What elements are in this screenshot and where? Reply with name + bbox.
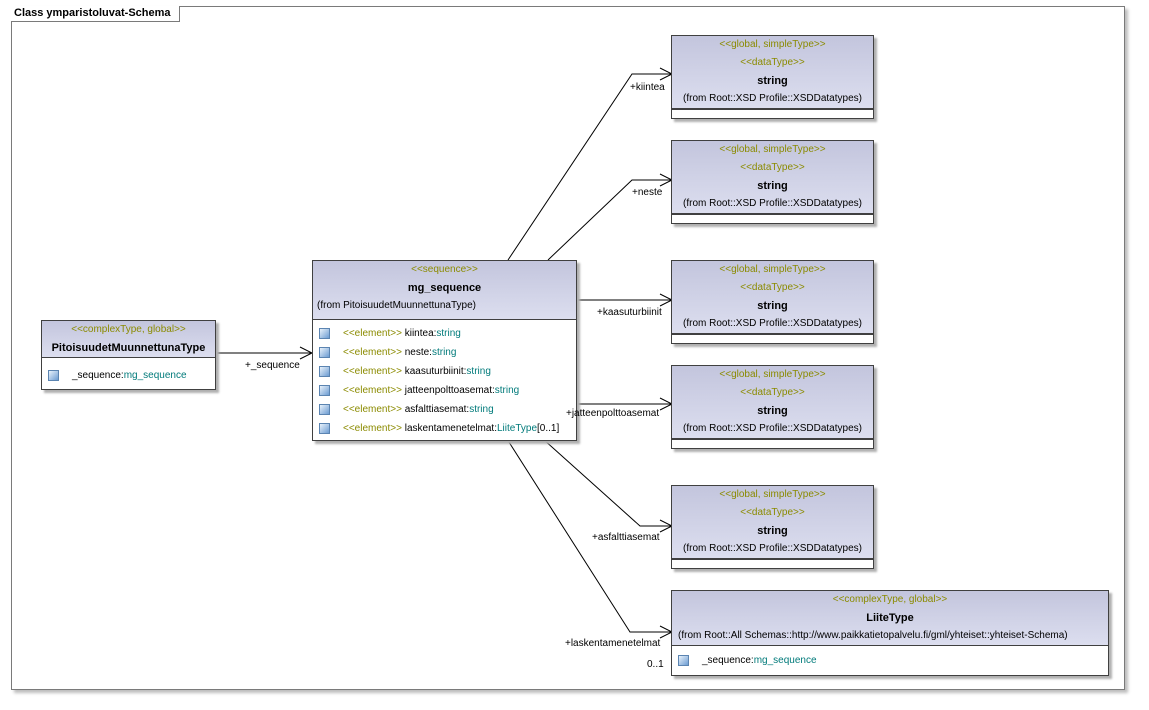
edge-asfalttiasemat	[542, 438, 672, 527]
role-neste: +neste	[632, 187, 663, 198]
element-icon	[319, 423, 330, 434]
attribute-icon	[678, 655, 689, 666]
element-row: <<element>> kaasuturbiinit:string	[313, 362, 576, 381]
class-string-asfalttiasemat[interactable]: <<global, simpleType>> <<dataType>> stri…	[671, 485, 874, 569]
stereotype: <<complexType, global>>	[71, 324, 186, 335]
stereotype: <<dataType>>	[740, 162, 805, 173]
element-icon	[319, 347, 330, 358]
stereotype: <<global, simpleType>>	[719, 39, 826, 50]
stereotype: <<sequence>>	[411, 264, 478, 275]
element-icon	[319, 366, 330, 377]
stereotype: <<global, simpleType>>	[719, 144, 826, 155]
class-string-kaasuturbiinit[interactable]: <<global, simpleType>> <<dataType>> stri…	[671, 260, 874, 344]
stereotype: <<global, simpleType>>	[719, 489, 826, 500]
attribute-compartment	[672, 559, 873, 564]
class-name: string	[757, 75, 788, 87]
element-keyword: <<element>>	[343, 328, 402, 339]
from-package: (from Root::All Schemas::http://www.paik…	[678, 630, 1068, 641]
element-keyword: <<element>>	[343, 423, 402, 434]
attribute-compartment	[672, 334, 873, 339]
stereotype: <<dataType>>	[740, 282, 805, 293]
class-pitoisuudet-muunnettuna-type[interactable]: <<complexType, global>> PitoisuudetMuunn…	[41, 320, 216, 390]
class-name: LiiteType	[866, 612, 914, 624]
element-type: string	[466, 366, 491, 377]
element-type: LiiteType	[497, 423, 538, 434]
class-string-kiintea[interactable]: <<global, simpleType>> <<dataType>> stri…	[671, 35, 874, 119]
element-name: jatteenpolttoasemat:	[404, 385, 495, 396]
element-row: <<element>> kiintea:string	[313, 324, 576, 343]
class-name: string	[757, 405, 788, 417]
from-package: (from Root::XSD Profile::XSDDatatypes)	[683, 423, 862, 434]
element-icon	[319, 385, 330, 396]
element-multiplicity: [0..1]	[537, 423, 560, 434]
attribute-name: _sequence:	[72, 370, 124, 381]
element-keyword: <<element>>	[343, 347, 402, 358]
element-type: string	[494, 385, 520, 396]
role-sequence: +_sequence	[245, 360, 300, 371]
element-type: string	[469, 404, 494, 415]
element-name: asfalttiasemat:	[404, 404, 470, 415]
class-name: string	[757, 180, 788, 192]
role-jatteenpolttoasemat: +jatteenpolttoasemat	[566, 408, 660, 419]
element-keyword: <<element>>	[343, 366, 402, 377]
from-package: (from PitoisuudetMuunnettunaType)	[317, 300, 476, 311]
edge-neste	[547, 179, 672, 261]
class-name: PitoisuudetMuunnettunaType	[51, 342, 206, 354]
element-type: string	[431, 347, 457, 358]
attribute-row: _sequence:mg_sequence	[672, 651, 1108, 670]
stereotype: <<dataType>>	[740, 57, 805, 68]
stereotype: <<global, simpleType>>	[719, 369, 826, 380]
element-name: neste:	[404, 347, 432, 358]
element-icon	[319, 328, 330, 339]
element-list: <<element>> kiintea:string<<element>> ne…	[313, 320, 576, 438]
from-package: (from Root::XSD Profile::XSDDatatypes)	[683, 318, 862, 329]
element-name: kiintea:	[404, 328, 437, 339]
role-kaasuturbiinit: +kaasuturbiinit	[597, 307, 662, 318]
element-row: <<element>> asfalttiasemat:string	[313, 400, 576, 419]
element-icon	[319, 404, 330, 415]
class-string-neste[interactable]: <<global, simpleType>> <<dataType>> stri…	[671, 140, 874, 224]
class-liite-type[interactable]: <<complexType, global>> LiiteType (from …	[671, 590, 1109, 676]
attribute-type: mg_sequence	[123, 370, 187, 381]
element-keyword: <<element>>	[343, 404, 402, 415]
attribute-type: mg_sequence	[753, 655, 817, 666]
element-keyword: <<element>>	[343, 385, 402, 396]
class-string-jatteenpolttoasemat[interactable]: <<global, simpleType>> <<dataType>> stri…	[671, 365, 874, 449]
stereotype: <<dataType>>	[740, 387, 805, 398]
attribute-row: _sequence:mg_sequence	[42, 366, 215, 385]
attribute-compartment	[672, 439, 873, 444]
attribute-compartment	[672, 109, 873, 114]
from-package: (from Root::XSD Profile::XSDDatatypes)	[683, 93, 862, 104]
element-type: string	[436, 328, 461, 339]
class-name: string	[757, 525, 788, 537]
class-name: string	[757, 300, 788, 312]
role-laskentamenetelmat: +laskentamenetelmat	[565, 638, 661, 649]
element-name: kaasuturbiinit:	[404, 366, 467, 377]
element-row: <<element>> neste:string	[313, 343, 576, 362]
edge-kiintea	[507, 73, 672, 261]
element-row: <<element>> jatteenpolttoasemat:string	[313, 381, 576, 400]
edge-laskentamenetelmat	[506, 438, 672, 633]
stereotype: <<dataType>>	[740, 507, 805, 518]
multiplicity-liite: 0..1	[647, 659, 664, 670]
element-name: laskentamenetelmat:	[404, 423, 497, 434]
element-row: <<element>> laskentamenetelmat:LiiteType…	[313, 419, 576, 438]
role-kiintea: +kiintea	[630, 82, 665, 93]
from-package: (from Root::XSD Profile::XSDDatatypes)	[683, 543, 862, 554]
role-asfalttiasemat: +asfalttiasemat	[592, 532, 660, 543]
attribute-icon	[48, 370, 59, 381]
class-name: mg_sequence	[407, 282, 482, 294]
diagram-title: Class ymparistoluvat-Schema	[11, 6, 180, 22]
from-package: (from Root::XSD Profile::XSDDatatypes)	[683, 198, 862, 209]
attribute-name: _sequence:	[702, 655, 754, 666]
class-mg-sequence[interactable]: <<sequence>> mg_sequence (from Pitoisuud…	[312, 260, 577, 441]
attribute-compartment	[672, 214, 873, 219]
stereotype: <<global, simpleType>>	[719, 264, 826, 275]
stereotype: <<complexType, global>>	[832, 594, 948, 605]
